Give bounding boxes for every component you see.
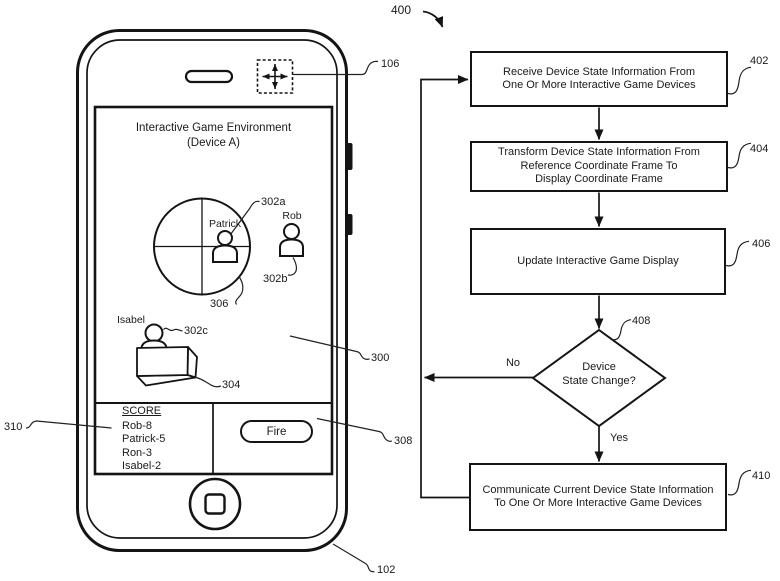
flowchart-box-410: Communicate Current Device State Informa… bbox=[469, 463, 727, 531]
leader-306 bbox=[235, 276, 244, 305]
branch-label-no: No bbox=[505, 356, 521, 369]
leader-310 bbox=[25, 420, 112, 429]
screen-title: Interactive Game Environment (Device A) bbox=[95, 121, 332, 150]
ref-106: 106 bbox=[381, 58, 400, 70]
decision-diamond-408 bbox=[531, 328, 667, 428]
flowchart-box-402: Receive Device State Information From On… bbox=[470, 51, 728, 107]
figure-number-swoosh-arrow bbox=[422, 10, 444, 28]
screen-title-line2: (Device A) bbox=[186, 136, 241, 149]
fire-button-label: Fire bbox=[266, 425, 287, 438]
patrick-body bbox=[212, 244, 238, 263]
leader-304 bbox=[196, 376, 222, 388]
fire-button[interactable]: Fire bbox=[240, 420, 313, 443]
decision-line1: Device bbox=[582, 361, 616, 373]
ref-410: 410 bbox=[752, 470, 771, 482]
home-button[interactable] bbox=[188, 477, 242, 531]
box-410-line1: Communicate Current Device State Informa… bbox=[482, 483, 714, 496]
box-404-line2: Reference Coordinate Frame To bbox=[520, 159, 678, 172]
leader-408 bbox=[611, 319, 632, 341]
game-scene bbox=[136, 197, 304, 387]
ref-304: 304 bbox=[222, 379, 241, 391]
player-figure-patrick bbox=[212, 230, 238, 263]
score-row-patrick: Patrick-5 bbox=[122, 433, 166, 445]
ref-302a: 302a bbox=[261, 196, 286, 208]
leader-302a bbox=[230, 200, 260, 235]
leader-302c bbox=[163, 327, 183, 332]
flowchart-box-406: Update Interactive Game Display bbox=[470, 228, 726, 295]
ref-310: 310 bbox=[4, 421, 23, 433]
side-button-lower[interactable] bbox=[346, 214, 353, 235]
leader-402 bbox=[727, 66, 752, 95]
flowchart-connectors bbox=[420, 10, 667, 499]
player-name-patrick: Patrick bbox=[208, 217, 242, 230]
leader-410 bbox=[727, 469, 752, 496]
ref-408: 408 bbox=[632, 315, 651, 327]
podium-box bbox=[136, 346, 198, 387]
home-button-square bbox=[204, 493, 226, 515]
scoreboard-heading: SCORE bbox=[122, 405, 162, 417]
rob-body bbox=[279, 238, 304, 257]
home-button-ring bbox=[188, 477, 242, 531]
ref-102: 102 bbox=[377, 564, 396, 576]
leader-302b bbox=[287, 257, 297, 276]
box-404-line3: Display Coordinate Frame bbox=[535, 173, 663, 186]
ref-406: 406 bbox=[752, 238, 771, 250]
isabel-head bbox=[144, 323, 164, 343]
screen-title-line1: Interactive Game Environment bbox=[135, 122, 292, 134]
leader-404 bbox=[727, 142, 752, 169]
leader-308 bbox=[316, 417, 392, 442]
player-name-rob: Rob bbox=[282, 210, 302, 222]
leader-300 bbox=[289, 335, 370, 360]
phone-inner-shell bbox=[86, 39, 338, 539]
rob-head bbox=[283, 223, 300, 240]
ref-306: 306 bbox=[210, 298, 229, 310]
loop-410-back-to-402 bbox=[420, 75, 469, 499]
patrick-head bbox=[217, 230, 233, 246]
player-figure-rob bbox=[279, 223, 304, 257]
side-button-upper[interactable] bbox=[346, 143, 353, 170]
flowchart-box-404: Transform Device State Information From … bbox=[470, 141, 728, 192]
reference-leaders bbox=[25, 60, 752, 573]
score-row-isabel: Isabel-2 bbox=[122, 460, 162, 472]
player-name-isabel: Isabel bbox=[116, 313, 146, 326]
speaker-slot bbox=[184, 69, 234, 84]
box-402-line2: One Or More Interactive Game Devices bbox=[502, 79, 696, 91]
move-handle-icon[interactable] bbox=[256, 59, 294, 94]
box-402-line1: Receive Device State Information From bbox=[503, 65, 695, 78]
ref-300: 300 bbox=[371, 352, 390, 364]
podium-front-face bbox=[136, 346, 189, 377]
ref-404: 404 bbox=[750, 143, 769, 155]
box-410-line2: To One Or More Interactive Game Devices bbox=[494, 497, 702, 509]
decision-408-text: Device State Change? bbox=[534, 361, 664, 388]
score-row-ron: Ron-3 bbox=[122, 446, 152, 459]
leader-106 bbox=[292, 60, 379, 76]
ref-308: 308 bbox=[394, 435, 413, 447]
box-404-line1: Transform Device State Information From bbox=[498, 146, 700, 159]
ref-400: 400 bbox=[391, 3, 412, 17]
box-406-line1: Update Interactive Game Display bbox=[517, 254, 679, 267]
decision-line2: State Change? bbox=[562, 374, 636, 387]
leader-406 bbox=[725, 240, 750, 267]
leader-102 bbox=[332, 543, 375, 573]
score-row-rob: Rob-8 bbox=[122, 419, 152, 432]
ref-302c: 302c bbox=[184, 325, 208, 337]
ref-402: 402 bbox=[750, 55, 769, 67]
ref-302b: 302b bbox=[263, 273, 288, 285]
branch-label-yes: Yes bbox=[610, 431, 628, 444]
